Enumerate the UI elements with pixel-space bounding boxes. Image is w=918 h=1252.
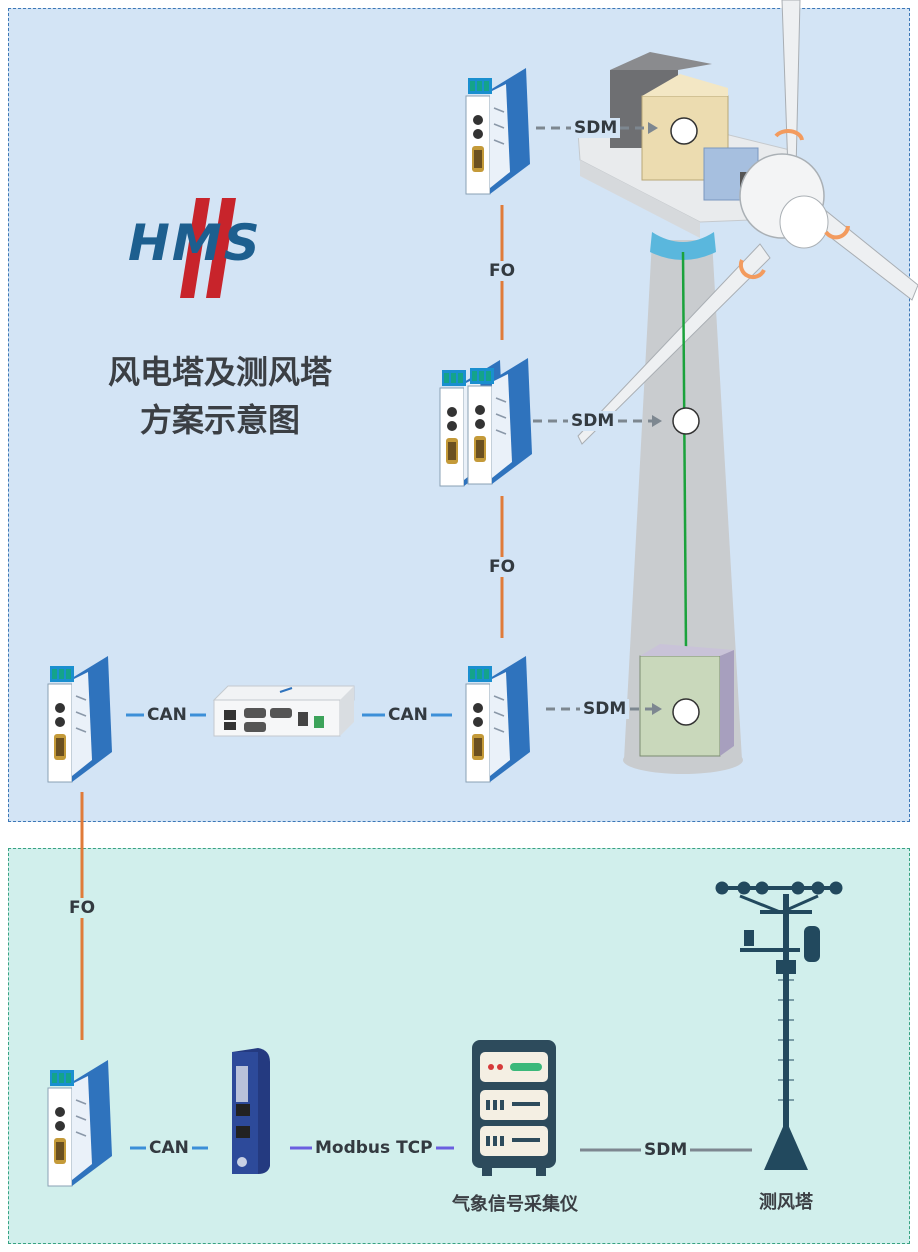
diagram-title-line2: 方案示意图 bbox=[139, 401, 300, 439]
can-gateway-device bbox=[212, 685, 355, 737]
yaw-ring bbox=[650, 232, 716, 260]
fiber-repeater-met bbox=[47, 1059, 113, 1187]
signal-line bbox=[681, 251, 688, 651]
label-fo-left: FO bbox=[66, 898, 99, 918]
hms-logo-text: HMS bbox=[128, 214, 262, 272]
met-mast bbox=[715, 881, 843, 1170]
sensor-tower-base bbox=[672, 698, 700, 726]
modbus-gateway-device bbox=[232, 1048, 270, 1174]
met-mast-zone bbox=[8, 848, 910, 1244]
pitch-arrow-icon bbox=[738, 259, 766, 280]
label-sdm-top: SDM bbox=[571, 118, 621, 138]
label-can-bottom: CAN bbox=[146, 1138, 192, 1158]
label-sdm-met: SDM bbox=[641, 1140, 691, 1160]
label-modbus-tcp: Modbus TCP bbox=[312, 1138, 436, 1158]
label-fo-top: FO bbox=[486, 261, 519, 281]
wind-turbine bbox=[577, 0, 918, 774]
label-sdm-bottom: SDM bbox=[580, 699, 630, 719]
pitch-arrow-icon bbox=[774, 129, 804, 141]
fiber-repeater-bottom bbox=[465, 655, 531, 783]
sdm-link-middle bbox=[533, 415, 662, 427]
fiber-repeater-top bbox=[465, 67, 531, 195]
sdm-link-top bbox=[536, 122, 658, 134]
label-can-right: CAN bbox=[385, 705, 431, 725]
pitch-arrow-icon bbox=[824, 225, 850, 240]
sdm-link-bottom bbox=[546, 703, 662, 715]
diagram-title-line1: 风电塔及测风塔 bbox=[107, 353, 332, 391]
label-sdm-middle: SDM bbox=[568, 411, 618, 431]
hms-logo-mark bbox=[180, 198, 236, 298]
rotor-blades bbox=[577, 0, 918, 445]
fiber-repeater-left bbox=[47, 655, 113, 783]
caption-weather-collector: 气象信号采集仪 bbox=[452, 1194, 578, 1215]
fiber-repeater-middle-pair bbox=[439, 357, 533, 487]
sensor-nacelle bbox=[670, 117, 698, 145]
sensor-tower-middle bbox=[672, 407, 700, 435]
weather-collector-device bbox=[472, 1040, 556, 1176]
caption-met-mast: 测风塔 bbox=[759, 1192, 813, 1213]
label-fo-middle: FO bbox=[486, 557, 519, 577]
label-can-left: CAN bbox=[144, 705, 190, 725]
